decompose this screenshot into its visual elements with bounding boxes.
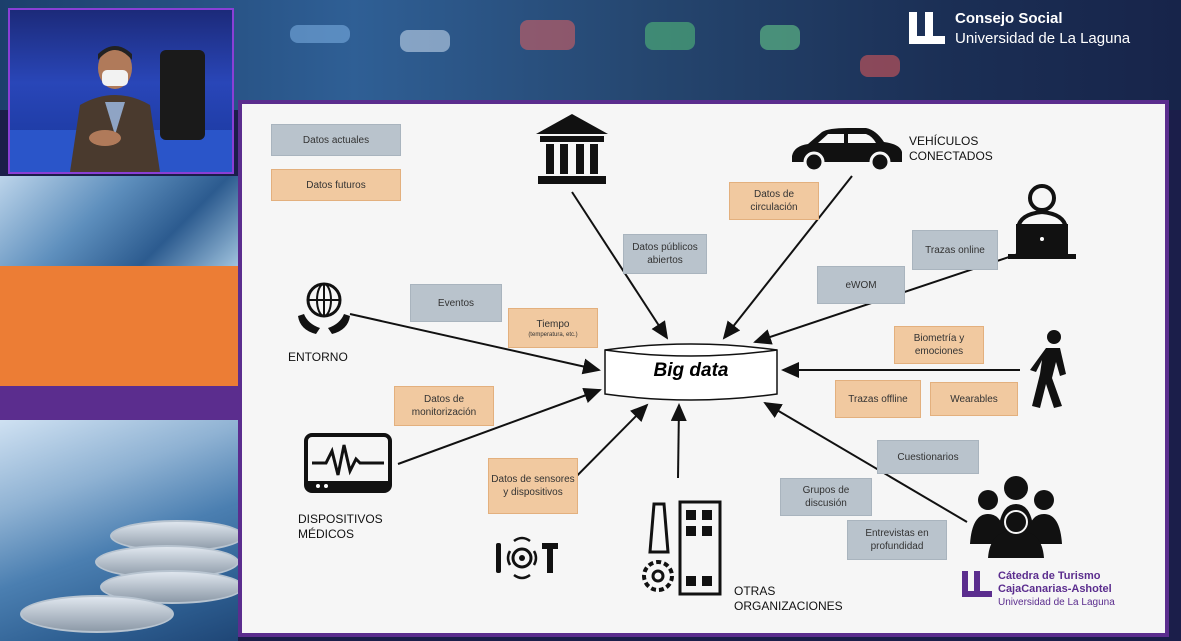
box-tiempo: Tiempo (temperatura, etc.) xyxy=(508,308,598,348)
box-datos-publicos: Datos públicos abiertos xyxy=(623,234,707,274)
box-sensores: Datos de sensores y dispositivos xyxy=(488,458,578,514)
box-entrevistas: Entrevistas en profundidad xyxy=(847,520,947,560)
entorno-label: ENTORNO xyxy=(288,350,348,364)
factory-icon xyxy=(642,500,722,596)
heart-monitor-icon xyxy=(304,433,392,493)
speaker-video xyxy=(8,8,234,174)
ull-logo-icon xyxy=(962,571,992,597)
catedra-logo: Cátedra de Turismo CajaCanarias-Ashotel … xyxy=(960,567,1165,627)
vehicles-label: VEHÍCULOS CONECTADOS xyxy=(909,134,993,163)
laptop-user-icon xyxy=(1008,184,1076,259)
tiempo-title: Tiempo xyxy=(536,318,570,330)
iot-icon xyxy=(496,536,558,580)
box-datos-circulacion: Datos de circulación xyxy=(729,182,819,220)
box-biometria: Biometría y emociones xyxy=(894,326,984,364)
catedra-line-2: CajaCanarias-Ashotel xyxy=(998,583,1112,595)
people-group-icon xyxy=(970,476,1062,558)
box-trazas-offline: Trazas offline xyxy=(835,380,921,418)
legend-current: Datos actuales xyxy=(271,124,401,156)
globe-hands-icon xyxy=(298,282,350,334)
big-data-cylinder xyxy=(604,343,778,401)
car-icon xyxy=(792,128,902,173)
box-grupos: Grupos de discusión xyxy=(780,478,872,516)
big-data-label: Big data xyxy=(653,360,729,381)
box-wearables: Wearables xyxy=(930,382,1018,416)
walking-person-icon xyxy=(1030,330,1066,408)
ull-logo-icon xyxy=(909,12,945,44)
other-orgs-label: OTRAS ORGANIZACIONES xyxy=(734,584,843,613)
catedra-line-1: Cátedra de Turismo xyxy=(998,570,1101,582)
box-ewom: eWOM xyxy=(817,266,905,304)
tiempo-subtitle: (temperatura, etc.) xyxy=(528,331,578,338)
logo-line-2: Universidad de La Laguna xyxy=(955,30,1131,47)
box-monitorizacion: Datos de monitorización xyxy=(394,386,494,426)
diagram-panel: Datos actuales Datos futuros VEHÍCULOS C… xyxy=(238,100,1169,637)
logo-line-1: Consejo Social xyxy=(955,10,1063,27)
consejo-social-logo: Consejo Social Universidad de La Laguna xyxy=(905,6,1170,52)
bank-icon xyxy=(536,114,608,184)
box-trazas-online: Trazas online xyxy=(912,230,998,270)
box-eventos: Eventos xyxy=(410,284,502,322)
legend-future: Datos futuros xyxy=(271,169,401,201)
orange-band xyxy=(0,266,238,386)
box-cuestionarios: Cuestionarios xyxy=(877,440,979,474)
coins-image xyxy=(0,420,244,641)
background-graphic xyxy=(0,176,238,266)
purple-band xyxy=(0,386,238,420)
catedra-line-3: Universidad de La Laguna xyxy=(998,597,1115,608)
medical-devices-label: DISPOSITIVOS MÉDICOS xyxy=(298,512,383,541)
